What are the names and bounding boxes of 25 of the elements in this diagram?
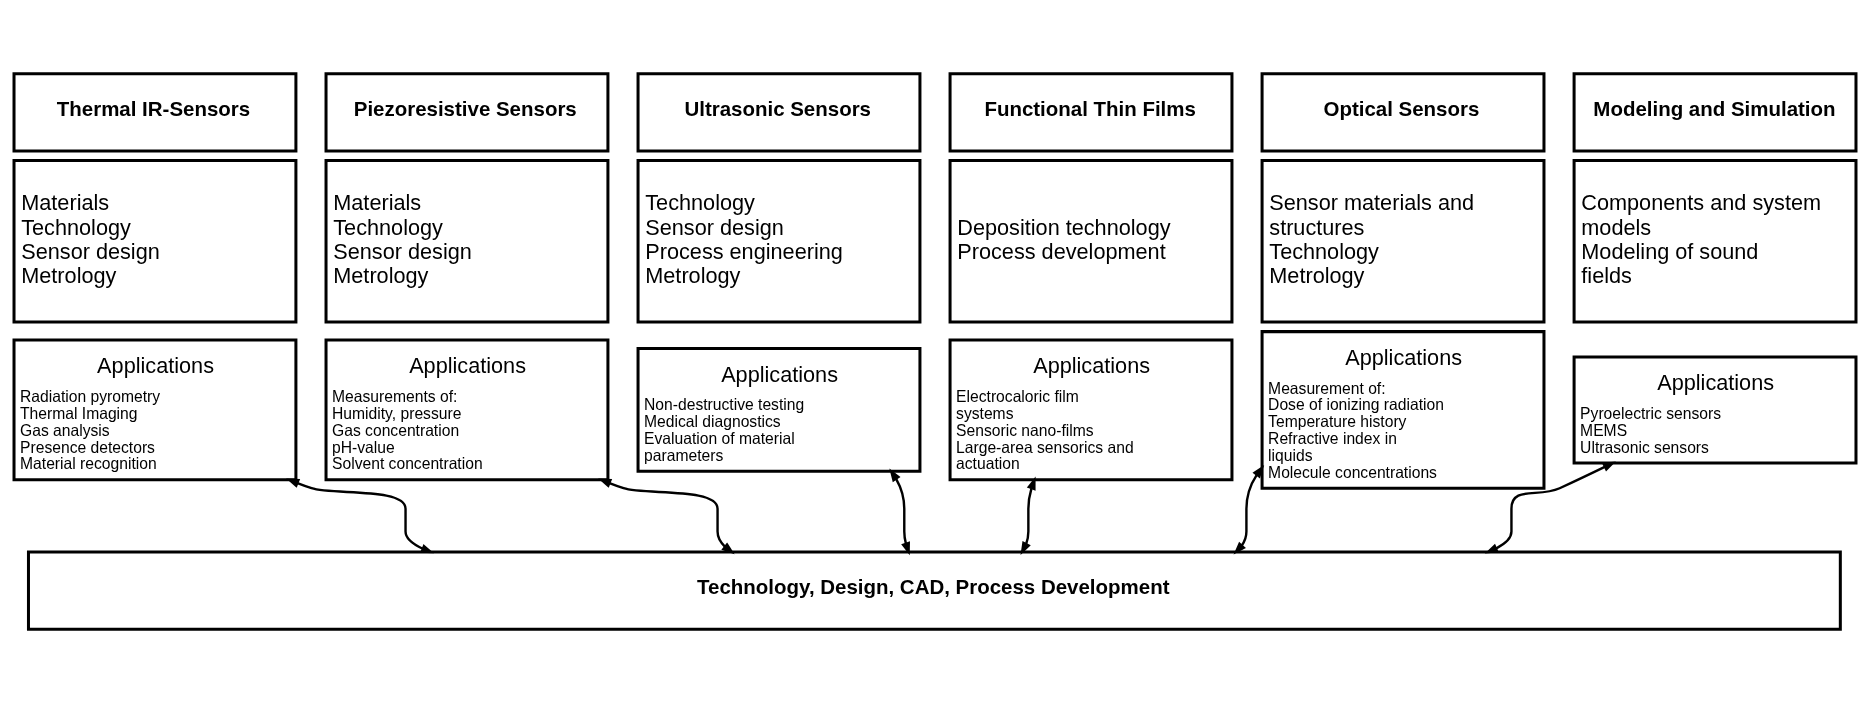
node-box: Sensor materials and structures Technology Metrology	[1260, 158, 1546, 323]
node-box: Components and system models Modeling of sound fields	[1572, 158, 1858, 323]
node-box: Applications Electrocaloric film systems Sensoric nano-films Large-area sensorics and actuation	[948, 338, 1234, 481]
node-box: Applications Pyroelectric sensors MEMS Ultrasonic sensors	[1572, 354, 1858, 464]
node-box: Technology Sensor design Process engineering Metrology	[636, 158, 922, 323]
arrow	[286, 478, 435, 553]
node-box: Materials Technology Sensor design Metrology	[324, 158, 610, 323]
arrow	[1020, 476, 1036, 555]
arrow	[1484, 460, 1616, 553]
node-box: Ultrasonic Sensors	[636, 71, 922, 152]
node-box: Applications Radiation pyrometry Thermal Imaging Gas analysis Presence detectors Material recognition	[12, 338, 298, 481]
node-box: Piezoresistive Sensors	[324, 71, 610, 152]
node-box: Thermal IR-Sensors	[12, 71, 298, 152]
node-box: Materials Technology Sensor design Metrology	[12, 158, 298, 323]
node-box: Modeling and Simulation	[1572, 71, 1858, 152]
node-box: Technology, Design, CAD, Process Development	[26, 550, 1842, 631]
node-box: Applications Non-destructive testing Medical diagnostics Evaluation of material parameters	[636, 346, 922, 473]
node-box: Applications Measurements of: Humidity, pressure Gas concentration pH-value Solvent concentration	[324, 338, 610, 481]
node-box: Functional Thin Films	[948, 71, 1234, 152]
arrow	[1233, 464, 1265, 555]
node-box: Applications Measurement of: Dose of ionizing radiation Temperature history Refractive index in liquids Molecule concentrations	[1260, 329, 1546, 490]
node-box: Optical Sensors	[1260, 71, 1546, 152]
arrow	[889, 468, 910, 555]
arrow	[598, 478, 735, 554]
node-box: Deposition technology Process development	[948, 158, 1234, 323]
